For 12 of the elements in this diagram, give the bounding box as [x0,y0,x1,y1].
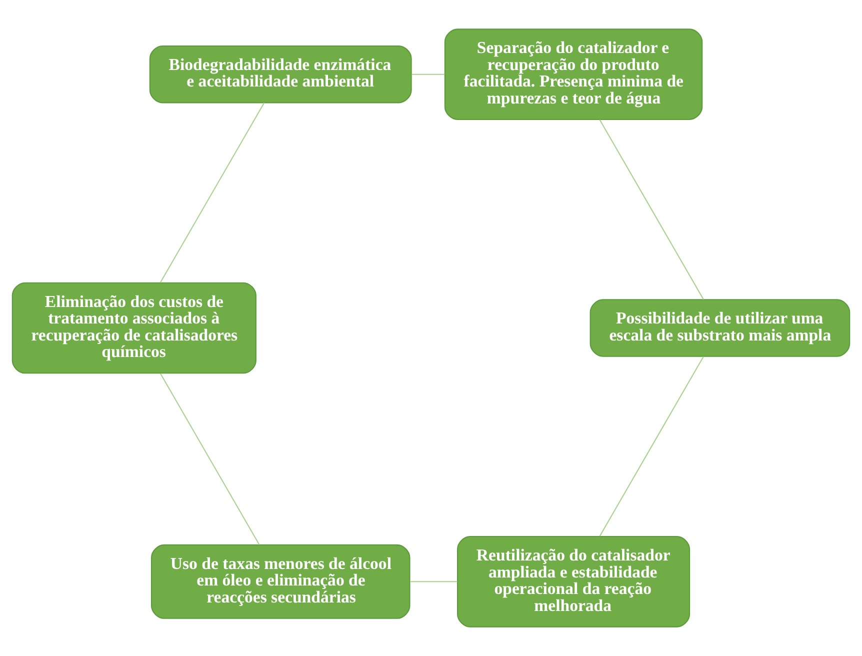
connector [160,373,260,546]
connector [160,102,265,283]
node-box: Reutilização do catalisador ampliada e estabilidade operacional da reação melhorada [457,536,690,628]
node-box: Eliminação dos custos de tratamento associados à recuperação de catalisadores químicos [12,282,256,374]
node-box: Uso de taxas menores de álcool em óleo e eliminação de reacções secundárias [150,544,410,619]
connector [599,356,704,536]
node-box: Possibilidade de utilizar uma escala de substrato mais ampla [590,299,850,357]
node-box: Separação do catalizador e recuperação do produto facilitada. Presença minima de mpurezas e teor de água [444,28,703,120]
connector [412,74,445,75]
connector [410,581,458,582]
connector [599,119,704,300]
node-box: Biodegradabilidade enzimática e aceitabilidade ambiental [149,45,412,104]
